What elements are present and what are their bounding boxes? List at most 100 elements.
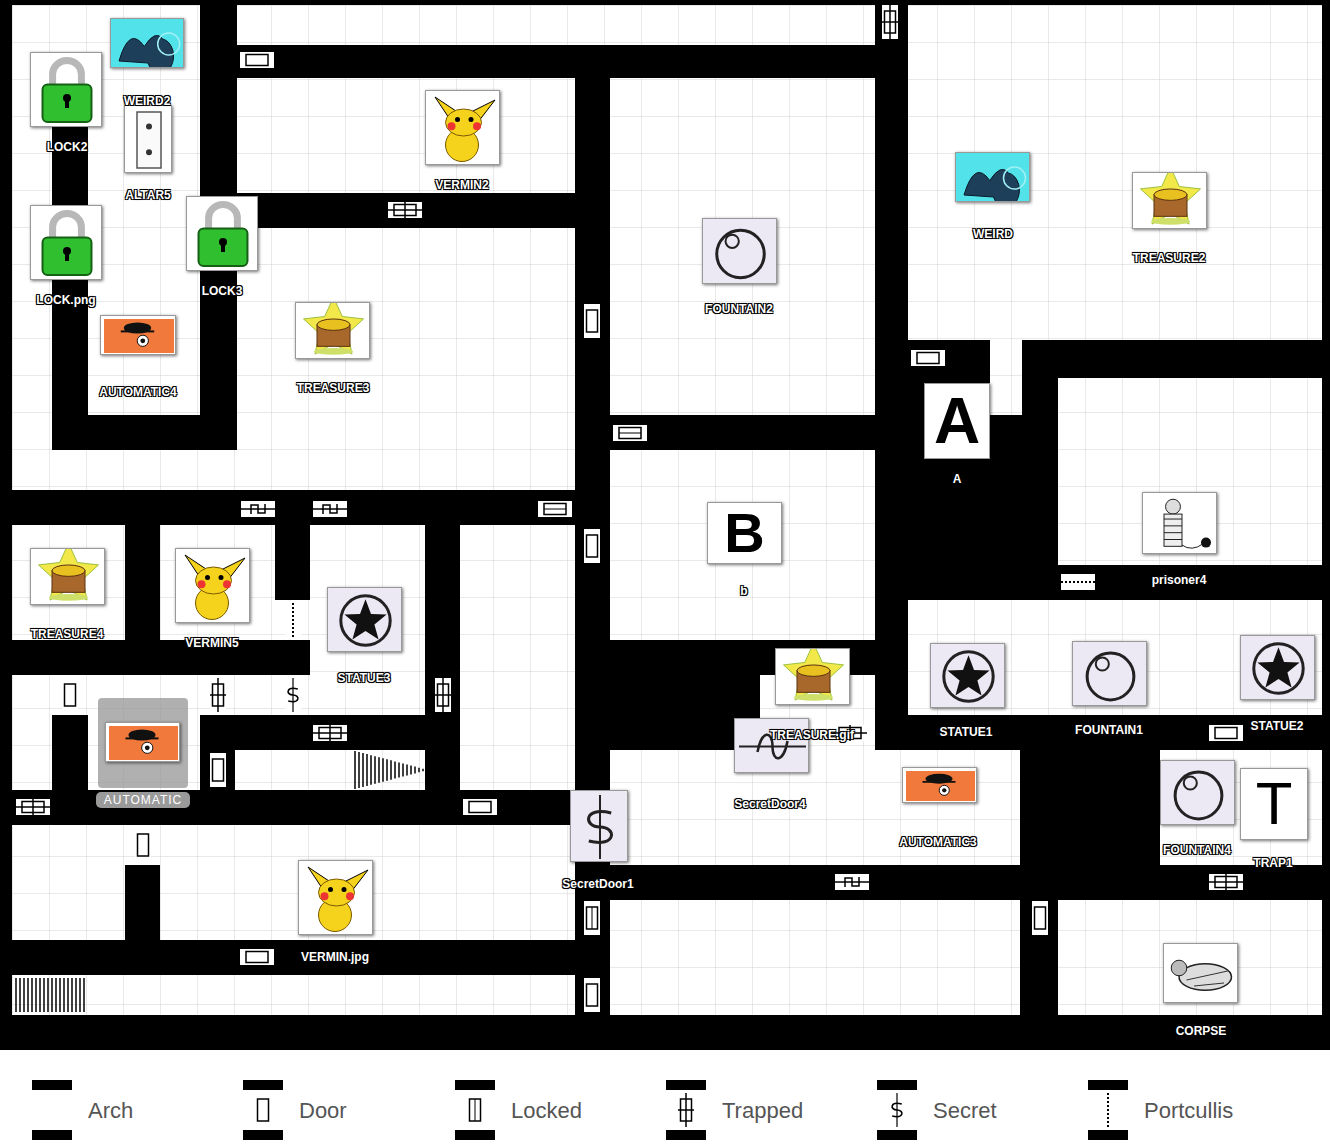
door-symbol: [463, 799, 497, 815]
door-symbol: [678, 1093, 694, 1127]
room-floor: [610, 900, 1020, 1015]
map-feature: LOCK3: [186, 196, 258, 298]
door-symbol: [835, 874, 869, 890]
icon-art: [1143, 493, 1217, 554]
map-feature: VERMIN.jpg: [298, 860, 373, 964]
door-symbol: [313, 725, 347, 741]
map-feature: LOCK.png: [30, 205, 102, 307]
map-feature: AUTOMATIC4: [100, 315, 176, 399]
icon-art: [903, 768, 977, 803]
feature-icon: [105, 722, 180, 762]
icon-art: [187, 197, 258, 271]
feature-icon: A: [924, 383, 990, 459]
map-feature: FOUNTAIN4: [1160, 760, 1235, 857]
map-feature: prisoner4: [1142, 492, 1217, 587]
map-feature: AUTOMATIC3: [902, 767, 977, 849]
feature-icon: [30, 52, 102, 127]
feature-label: SecretDoor4: [734, 797, 805, 811]
feature-icon: [175, 548, 250, 623]
door-symbol: [210, 753, 226, 787]
feature-icon: [30, 548, 105, 605]
room-floor: [200, 675, 425, 715]
icon-art: [931, 644, 1005, 708]
feature-label: WEIRD2: [124, 94, 171, 108]
door-symbol: [613, 425, 647, 441]
wall-mass: [0, 0, 1330, 1050]
feature-label: VERMIN.jpg: [301, 950, 369, 964]
legend-label: Locked: [511, 1098, 582, 1124]
feature-icon: [298, 860, 373, 935]
feature-icon: [734, 718, 809, 773]
feature-icon: [30, 205, 102, 280]
icon-letter: T: [1256, 774, 1293, 834]
icon-art: [125, 106, 172, 173]
room-floor: [12, 525, 125, 640]
room-floor: [990, 340, 1022, 415]
legend-sample: [32, 1080, 72, 1140]
map-feature: AA: [924, 383, 990, 486]
door-symbol: [882, 5, 898, 39]
icon-art: [176, 549, 250, 623]
feature-icon: [1142, 492, 1217, 554]
icon-art: [31, 549, 105, 605]
room-floor: [908, 5, 1322, 340]
icon-art: [1073, 642, 1147, 706]
icon-art: [31, 206, 102, 280]
map-feature: STATUE3: [327, 587, 402, 685]
feature-label: prisoner4: [1152, 573, 1207, 587]
door-symbol: [467, 1093, 483, 1127]
stairs: [16, 978, 84, 1012]
icon-art: [328, 588, 402, 652]
legend-sample: [1088, 1080, 1128, 1140]
room-floor: [12, 825, 125, 940]
room-floor: [610, 450, 875, 640]
room-floor: [160, 825, 575, 940]
room-floor: [1058, 378, 1322, 565]
door-symbol: [538, 501, 572, 517]
room-floor: [12, 675, 52, 790]
map-feature: ALTAR5: [124, 105, 172, 202]
map-feature: Bb: [707, 502, 782, 598]
legend-sample: [243, 1080, 283, 1140]
feature-icon: [955, 152, 1030, 202]
feature-icon: [110, 18, 184, 68]
map-feature: VERMIN5: [175, 548, 250, 650]
feature-icon: [124, 105, 172, 173]
door-symbol: [1209, 874, 1243, 890]
feature-icon: [1072, 641, 1147, 706]
feature-icon: [186, 196, 258, 271]
feature-icon: [100, 315, 176, 355]
icon-art: [1164, 944, 1238, 1003]
feature-label: b: [740, 584, 747, 598]
room-floor: [88, 5, 200, 415]
door-symbol: [285, 603, 301, 637]
room-floor: [275, 600, 310, 640]
feature-label: FOUNTAIN1: [1075, 723, 1143, 737]
feature-label: CORPSE: [1176, 1024, 1227, 1038]
icon-art: [703, 219, 777, 284]
legend-label: Arch: [88, 1098, 133, 1124]
feature-label: LOCK.png: [36, 293, 95, 307]
door-symbol: [435, 678, 451, 712]
room-floor: [610, 78, 875, 415]
icon-art: [31, 53, 102, 127]
feature-icon: [295, 302, 370, 359]
room-floor: [460, 525, 575, 790]
door-symbol: [584, 901, 600, 935]
map-feature: LOCK2: [30, 52, 102, 154]
feature-label: VERMIN2: [435, 178, 488, 192]
icon-art: [1161, 761, 1235, 825]
feature-icon: [1160, 760, 1235, 825]
icon-art: [956, 153, 1030, 202]
door-symbol: [1209, 725, 1243, 741]
map-feature: WEIRD2: [110, 18, 184, 108]
map-feature: TREASURE.gif: [775, 648, 850, 742]
feature-label: STATUE1: [940, 725, 993, 739]
feature-label: LOCK2: [47, 140, 88, 154]
icon-art: [106, 723, 180, 762]
feature-icon: [1163, 943, 1238, 1003]
map-feature: SecretDoor1: [570, 790, 628, 891]
feature-icon: [902, 767, 977, 803]
feature-label: TRAP1: [1253, 856, 1292, 870]
feature-label: TREASURE2: [1133, 251, 1206, 265]
